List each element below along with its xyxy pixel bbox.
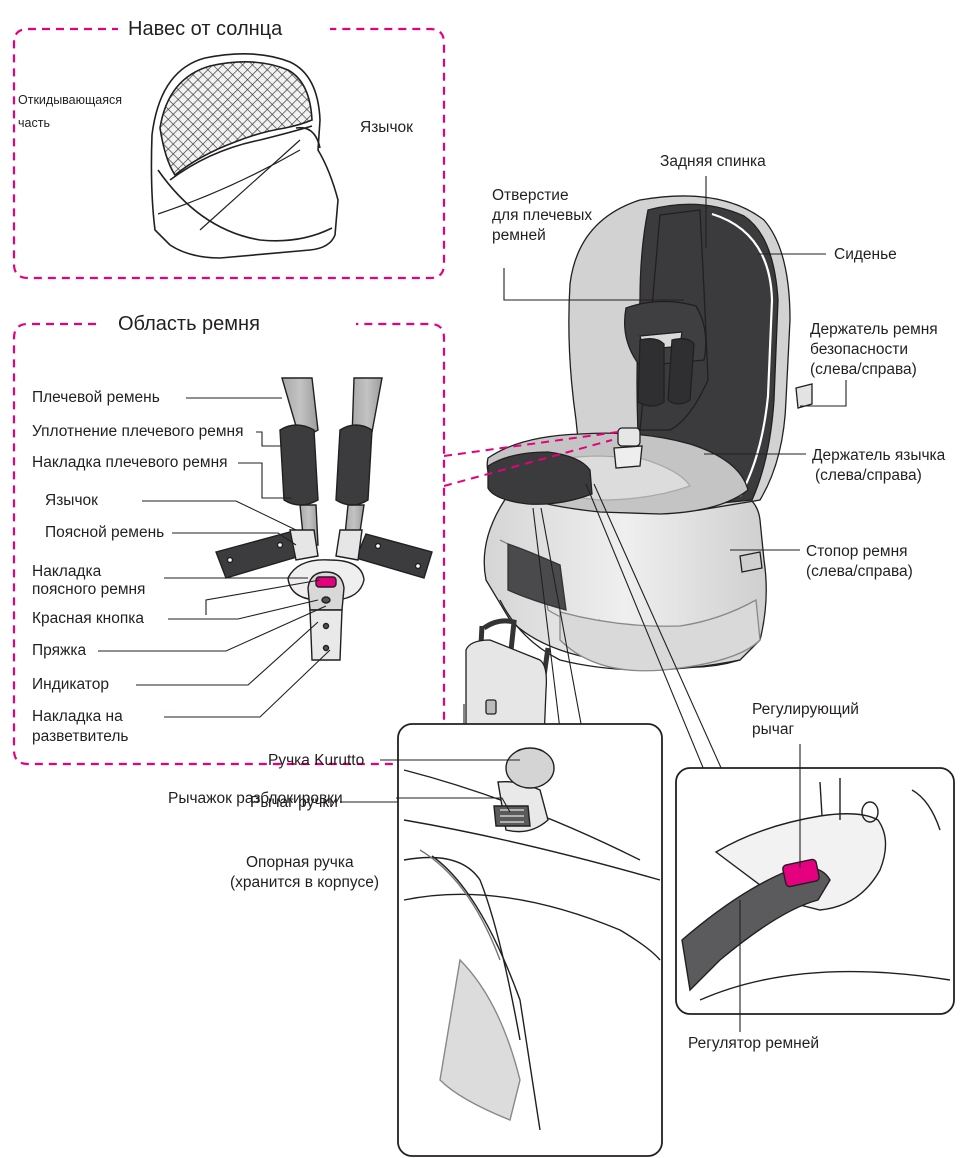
shoulder-slot-label-2: для плечевых	[492, 206, 592, 225]
sunshade-illustration	[151, 54, 338, 258]
tongue-holder-label-2: (слева/справа)	[815, 466, 922, 485]
back-shell-label: Задняя спинка	[660, 152, 766, 171]
support-leg-label-1: Опорная ручка	[246, 853, 354, 872]
belt-holder-label-3: (слева/справа)	[810, 360, 917, 379]
belt-holder-label-1: Держатель ремня	[810, 320, 938, 339]
seat-label: Сиденье	[834, 245, 897, 264]
adjust-lever-label-2: рычаг	[752, 720, 794, 739]
lap-belt-pad-label-2: поясного ремня	[32, 580, 145, 599]
belt-lock-label-1: Стопор ремня	[806, 542, 908, 561]
sunshade-folding-part-label-2: часть	[18, 114, 50, 132]
belt-adjuster-label: Регулятор ремней	[688, 1034, 819, 1053]
buckle-label: Пряжка	[32, 641, 86, 660]
red-button-label: Красная кнопка	[32, 609, 144, 628]
adjuster-detail-box	[676, 744, 954, 1032]
belt-tongue-label: Язычок	[45, 491, 98, 510]
sunshade-tongue-label: Язычок	[360, 118, 413, 137]
shoulder-belt-label: Плечевой ремень	[32, 388, 160, 407]
support-leg-label-2: (хранится в корпусе)	[230, 873, 379, 892]
indicator-label: Индикатор	[32, 675, 109, 694]
crotch-pad-label-2: разветвитель	[32, 727, 128, 746]
sunshade-folding-part-label-1: Откидывающаяся	[18, 91, 122, 109]
tongue-holder-label-1: Держатель язычка	[812, 446, 945, 465]
crotch-pad-label-1: Накладка на	[32, 707, 123, 726]
sunshade-title: Навес от солнца	[118, 17, 292, 41]
shoulder-slot-label-1: Отверстие	[492, 186, 569, 205]
shoulder-belt-pad-label: Накладка плечевого ремня	[32, 453, 228, 472]
adjust-lever-label-1: Регулирующий	[752, 700, 859, 719]
sunshade-section	[14, 29, 444, 278]
kurutto-detail-box	[380, 724, 662, 1156]
belt-area-title: Область ремня	[108, 312, 270, 336]
kurutto-handle-label: Ручка Kurutto	[268, 751, 364, 770]
belt-lock-label-2: (слева/справа)	[806, 562, 913, 581]
shoulder-slot-label-3: ремней	[492, 226, 546, 245]
lap-belt-label: Поясной ремень	[45, 523, 164, 542]
lap-belt-pad-label-1: Накладка	[32, 562, 101, 581]
shoulder-belt-seal-label: Уплотнение плечевого ремня	[32, 422, 243, 441]
belt-holder-label-2: безопасности	[810, 340, 908, 359]
harness-illustration	[216, 378, 432, 660]
release-lever-label: Рычажок разблокировки	[168, 789, 343, 808]
